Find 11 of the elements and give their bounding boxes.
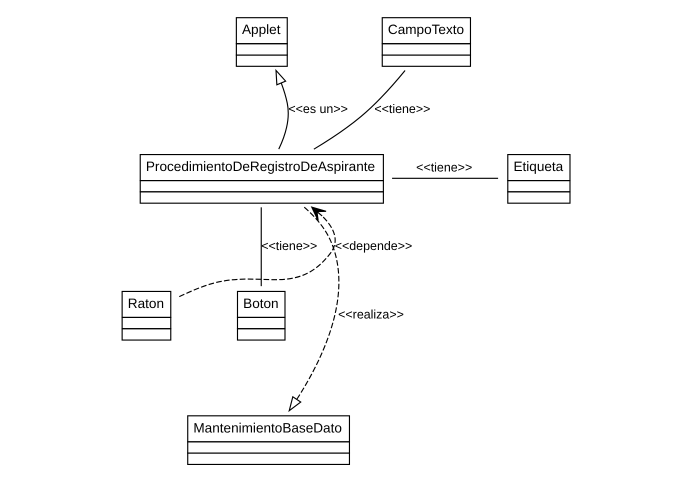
arrow (288, 206, 340, 412)
arrow (275, 68, 289, 150)
connector (260, 207, 262, 286)
edge-label: <<depende>> (334, 238, 412, 253)
connector (314, 70, 406, 150)
edge-label: <<realiza>> (338, 307, 404, 322)
edge-label: <<es un>> (288, 102, 348, 116)
edge-label: <<tiene>> (374, 102, 430, 116)
arrow (179, 206, 336, 298)
connector (392, 178, 498, 179)
edge-label: <<tiene>> (416, 160, 472, 174)
